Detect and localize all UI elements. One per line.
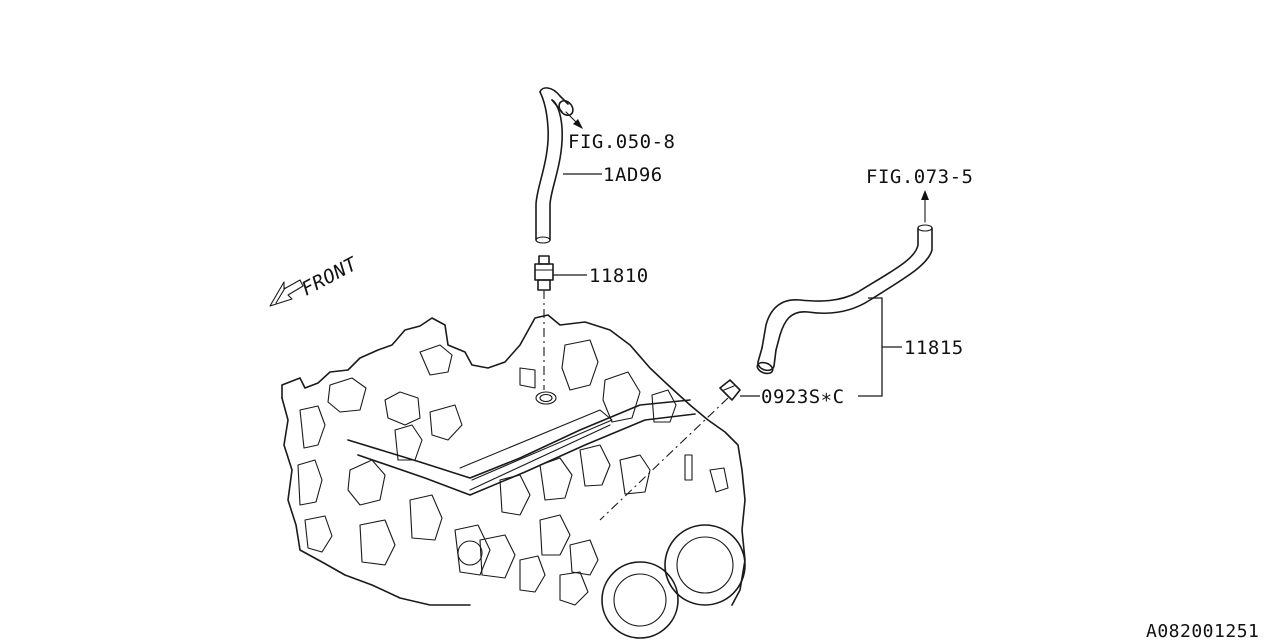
front-label: FRONT xyxy=(298,252,362,300)
fig-arrowhead-upper-icon xyxy=(573,119,583,129)
hose-11815 xyxy=(756,224,933,375)
label-11815[interactable]: 11815 xyxy=(904,337,964,359)
front-arrow-icon xyxy=(269,279,304,307)
label-11810[interactable]: 11810 xyxy=(589,265,649,287)
label-1ad96[interactable]: 1AD96 xyxy=(603,164,663,186)
pcv-valve-11810 xyxy=(534,255,554,291)
fig-arrowhead-right-icon xyxy=(921,190,929,200)
label-fig-073-5[interactable]: FIG.073-5 xyxy=(866,166,973,188)
diagram-code: A082001251 xyxy=(1146,621,1259,640)
engine-block xyxy=(281,314,746,639)
label-fig-050-8[interactable]: FIG.050-8 xyxy=(568,131,675,153)
clamp-0923s xyxy=(719,379,741,401)
label-0923s-c[interactable]: 0923S∗C xyxy=(761,386,845,408)
leader-11815-bracket xyxy=(858,297,883,397)
install-line-hose xyxy=(599,397,729,521)
hose-1ad96 xyxy=(535,87,574,244)
